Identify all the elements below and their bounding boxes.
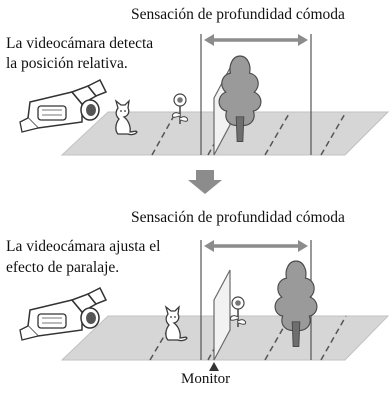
depth-range-arrow	[204, 240, 308, 252]
top-panel	[19, 34, 390, 156]
caption-bottom-line1: La videocámara ajusta el	[6, 238, 161, 255]
caption-top-line1: La videocámara detecta	[6, 35, 154, 52]
dashed-line	[151, 111, 177, 156]
caption-top-line2: la posición relativa.	[6, 55, 128, 72]
depth-label-bottom: Sensación de profundidad cómoda	[131, 209, 345, 226]
monitor-label: Monitor	[181, 371, 231, 387]
monitor-pointer-icon	[209, 362, 219, 371]
monitor-plane	[213, 269, 231, 361]
camcorder-icon	[19, 79, 107, 133]
dashed-line	[264, 111, 291, 156]
bottom-panel	[19, 240, 390, 371]
dashed-line	[320, 111, 347, 156]
depth-range-arrow	[204, 34, 308, 46]
dashed-line	[320, 315, 347, 361]
depth-label-top: Sensación de profundidad cómoda	[131, 6, 345, 23]
down-arrow-icon	[188, 170, 222, 194]
caption-bottom-line2: efecto de paralaje.	[6, 259, 120, 276]
